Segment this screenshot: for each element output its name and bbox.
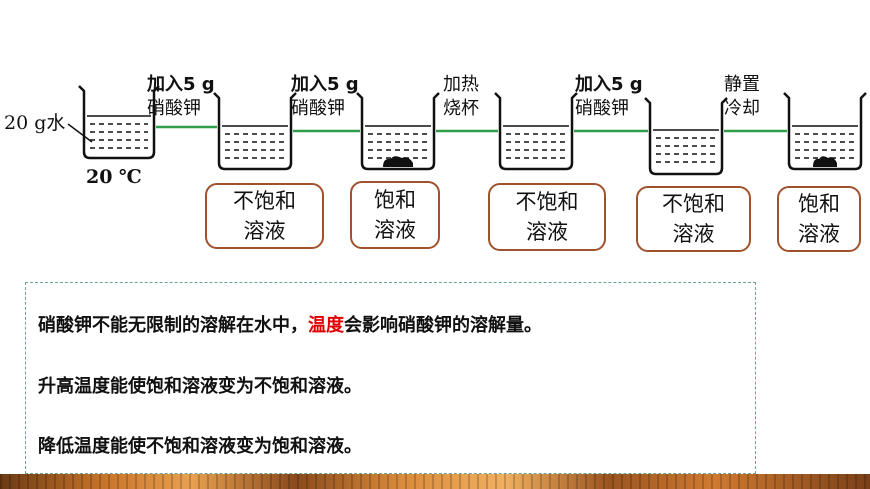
beaker-diagram-svg [67,85,867,176]
state-5-line1: 饱和 [798,192,840,216]
step-2-line2: 硝酸钾 [291,98,345,119]
step-1-line2: 硝酸钾 [147,98,201,119]
step-3-label: 加热 烧杯 [443,73,479,121]
step-5-label: 静置 冷却 [724,73,760,121]
state-3-line1: 不饱和 [515,190,579,214]
state-box-5: 饱和 溶液 [777,186,861,252]
experiment-diagram: 20 g水 20 ℃ 加入5 g 硝酸钾 加入5 g 硝酸钾 加热 烧杯 加入5… [4,73,867,252]
state-box-1: 不饱和 溶液 [205,183,324,249]
state-2-line2: 溶液 [374,218,416,242]
state-4-line2: 溶液 [672,222,715,246]
step-4-label: 加入5 g 硝酸钾 [575,73,643,121]
step-5-line1: 静置 [724,74,760,95]
state-1-line1: 不饱和 [233,189,296,213]
temperature-label: 20 ℃ [86,166,142,188]
step-4-line1: 加入5 g [575,74,643,95]
step-3-line2: 烧杯 [443,98,479,119]
beaker-3 [356,92,440,171]
water-amount-label: 20 g水 [4,112,66,134]
conclusion-line-1-start: 硝酸钾不能无限制的溶解在水中， [38,315,308,336]
beaker-5 [644,97,728,176]
state-3-line2: 溶液 [526,220,568,244]
state-box-2: 饱和 溶液 [350,181,440,249]
conclusion-line-3: 降低温度能使不饱和溶液变为饱和溶液。 [38,436,362,457]
step-1-label: 加入5 g 硝酸钾 [147,73,215,121]
step-2-label: 加入5 g 硝酸钾 [291,73,359,121]
state-1-line2: 溶液 [243,219,286,243]
state-2-line1: 饱和 [374,188,416,212]
undissolved-solid-3 [383,156,413,167]
water-pointer-line [67,123,93,143]
decorative-bottom-strip [0,474,870,489]
beaker-4 [494,92,578,171]
state-5-line2: 溶液 [798,222,840,246]
beaker-6 [783,92,867,171]
state-box-3: 不饱和 溶液 [488,183,606,251]
conclusion-line-1-end: 会影响硝酸钾的溶解量。 [344,315,542,336]
conclusion-line-1: 硝酸钾不能无限制的溶解在水中，温度会影响硝酸钾的溶解量。 [38,311,542,337]
temperature-highlight: 温度 [308,315,344,336]
step-3-line1: 加热 [443,74,479,95]
conclusion-box: 硝酸钾不能无限制的溶解在水中，温度会影响硝酸钾的溶解量。 升高温度能使饱和溶液变… [25,282,756,474]
step-1-line1: 加入5 g [147,74,215,95]
step-4-line2: 硝酸钾 [575,98,629,119]
step-5-line2: 冷却 [724,98,760,119]
state-box-4: 不饱和 溶液 [636,186,751,252]
beaker-2 [213,92,297,171]
step-2-line1: 加入5 g [291,74,359,95]
conclusion-line-2: 升高温度能使饱和溶液变为不饱和溶液。 [38,376,362,397]
undissolved-solid-6 [813,156,837,167]
state-4-line1: 不饱和 [662,192,725,216]
beaker-1 [78,85,160,160]
